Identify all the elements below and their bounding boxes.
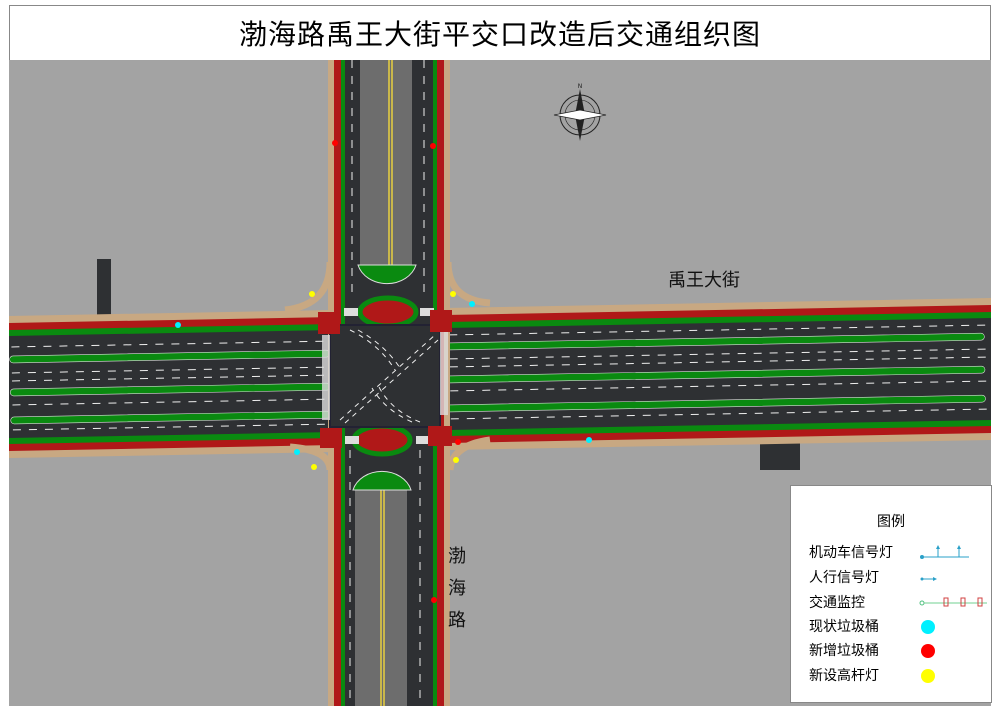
intersection-box bbox=[329, 324, 441, 428]
traffic-camera-icon bbox=[919, 597, 987, 607]
legend-item-new-high-pole-light: 新设高杆灯 bbox=[809, 666, 879, 686]
legend-label: 新增垃圾桶 bbox=[809, 643, 879, 659]
pedestrian-signal-icon bbox=[920, 577, 937, 581]
existing-trash-bin-dot bbox=[921, 620, 935, 634]
legend-label: 新设高杆灯 bbox=[809, 668, 879, 684]
legend-item-pedestrian-signal: 人行信号灯 bbox=[809, 568, 879, 588]
new-high-pole-light-dot bbox=[921, 669, 935, 683]
page-title: 渤海路禹王大街平交口改造后交通组织图 bbox=[238, 18, 761, 51]
legend-item-traffic-camera: 交通监控 bbox=[809, 593, 865, 613]
road-label-bohai-road-1: 渤 bbox=[448, 546, 466, 567]
legend-label: 人行信号灯 bbox=[809, 570, 879, 586]
building-block bbox=[97, 259, 111, 331]
title-bar: 渤海路禹王大街平交口改造后交通组织图 bbox=[9, 5, 991, 61]
new-trash-bin-dot bbox=[921, 644, 935, 658]
facility-markers bbox=[175, 140, 592, 603]
yuwang-street-road bbox=[9, 297, 991, 459]
svg-text:N: N bbox=[578, 83, 583, 90]
legend: 图例 机动车信号灯 人行信号灯 交通监控 现状垃圾桶 bbox=[790, 485, 992, 703]
legend-item-vehicle-signal: 机动车信号灯 bbox=[809, 543, 893, 563]
vehicle-signal-icon bbox=[920, 545, 969, 559]
compass-icon: N bbox=[553, 83, 607, 141]
intersection-map: N bbox=[9, 60, 991, 706]
legend-label: 交通监控 bbox=[809, 595, 865, 611]
road-label-bohai-road-2: 海 bbox=[448, 578, 466, 599]
legend-label: 机动车信号灯 bbox=[809, 545, 893, 561]
road-label-bohai-road-3: 路 bbox=[448, 610, 466, 631]
legend-title: 图例 bbox=[877, 514, 905, 530]
legend-label: 现状垃圾桶 bbox=[809, 619, 879, 635]
legend-item-existing-trash-bin: 现状垃圾桶 bbox=[809, 617, 879, 637]
crosswalks bbox=[322, 308, 448, 444]
road-label-yuwang-street: 禹王大街 bbox=[668, 270, 740, 291]
legend-item-new-trash-bin: 新增垃圾桶 bbox=[809, 641, 879, 661]
